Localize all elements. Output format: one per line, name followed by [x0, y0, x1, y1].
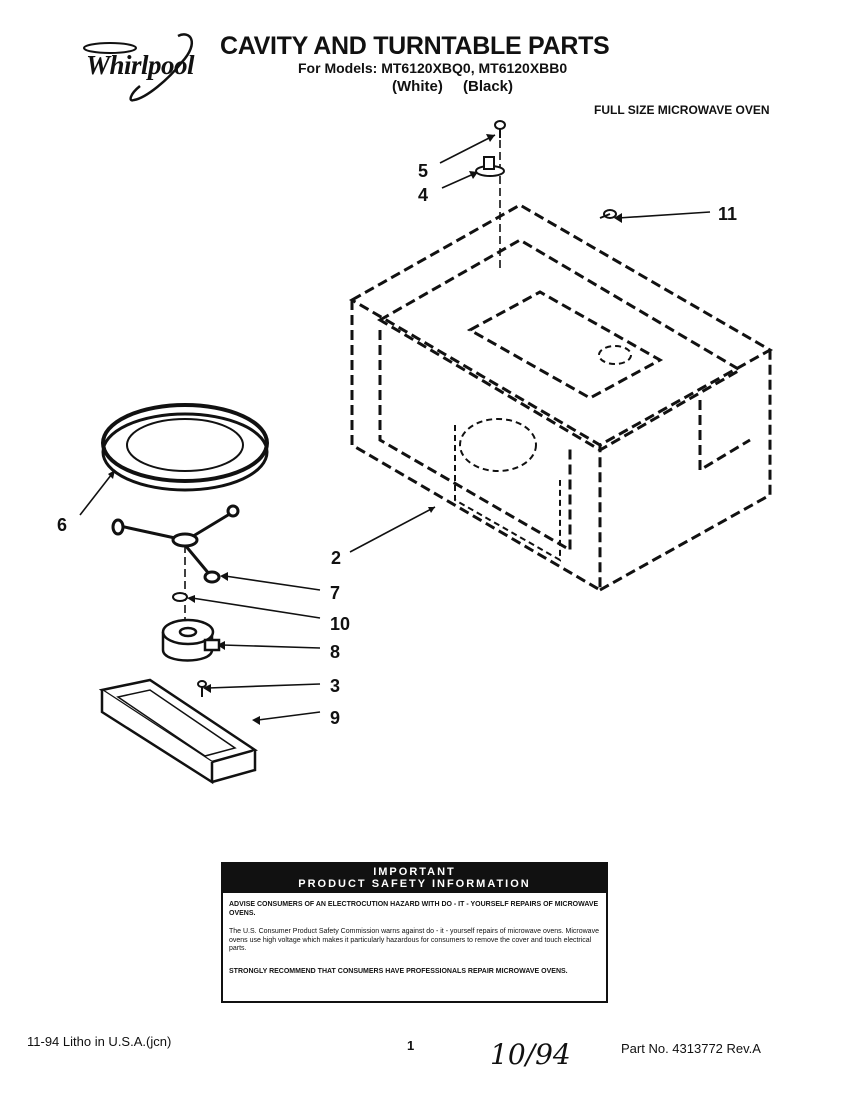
part-10-coupler — [172, 592, 188, 602]
color-white: (White) — [392, 78, 443, 95]
part-11-screw — [599, 209, 617, 219]
cavity-side — [599, 350, 772, 592]
model-colors: (White) (Black) — [392, 78, 529, 95]
cavity-inner-side — [698, 400, 751, 473]
safety-cpsc-warning: The U.S. Consumer Product Safety Commiss… — [229, 928, 599, 952]
exploded-parts-diagram: 5 4 11 6 2 7 10 8 3 9 — [57, 120, 774, 785]
handwritten-date: 10/94 — [490, 1038, 571, 1071]
part-6-turntable-tray — [101, 403, 269, 492]
brand-name: Whirlpool — [86, 50, 195, 80]
callout-7: 7 — [330, 583, 340, 603]
safety-recommendation: STRONGLY RECOMMEND THAT CONSUMERS HAVE P… — [229, 967, 568, 975]
part-7-roller-support — [111, 504, 240, 584]
callout-5: 5 — [418, 161, 428, 181]
page-title: CAVITY AND TURNTABLE PARTS — [220, 32, 610, 60]
part-4-bracket — [475, 156, 505, 177]
part-5-screw — [494, 120, 506, 138]
cavity-window-left — [459, 418, 537, 472]
cavity-outline — [348, 203, 774, 447]
safety-heading-line1: IMPORTANT — [373, 866, 456, 878]
product-type: FULL SIZE MICROWAVE OVEN — [594, 103, 770, 117]
model-numbers: For Models: MT6120XBQ0, MT6120XBB0 — [298, 60, 568, 76]
cavity-floor-recess — [466, 290, 664, 400]
cavity-front-cutout — [454, 425, 561, 562]
part-8-motor — [161, 618, 221, 662]
safety-information-box: IMPORTANT PRODUCT SAFETY INFORMATION ADV… — [221, 862, 608, 1003]
part-number: Part No. 4313772 Rev.A — [621, 1041, 761, 1056]
page-number: 1 — [407, 1038, 415, 1053]
callout-8: 8 — [330, 642, 340, 662]
part-9-motor-cover — [98, 678, 258, 785]
callout-11: 11 — [718, 204, 737, 224]
cavity-front — [350, 300, 602, 593]
callout-9: 9 — [330, 708, 340, 728]
whirlpool-logo: Whirlpool — [60, 28, 220, 108]
cavity-floor-hub — [598, 345, 632, 365]
part-3-screw — [197, 680, 207, 697]
callout-3: 3 — [330, 676, 340, 696]
color-black: (Black) — [463, 78, 514, 95]
cavity-inner-wall — [378, 330, 572, 553]
safety-heading: IMPORTANT PRODUCT SAFETY INFORMATION — [223, 864, 606, 893]
cavity-inner-top — [377, 238, 743, 452]
callout-2: 2 — [331, 548, 341, 568]
safety-advisory: ADVISE CONSUMERS OF AN ELECTROCUTION HAZ… — [229, 901, 599, 917]
safety-heading-line2: PRODUCT SAFETY INFORMATION — [298, 878, 531, 890]
callout-6: 6 — [57, 515, 67, 535]
logo-swirl-graphic — [83, 33, 194, 102]
print-info: 11-94 Litho in U.S.A.(jcn) — [27, 1034, 172, 1049]
callout-10: 10 — [330, 614, 350, 634]
callout-4: 4 — [418, 185, 428, 205]
